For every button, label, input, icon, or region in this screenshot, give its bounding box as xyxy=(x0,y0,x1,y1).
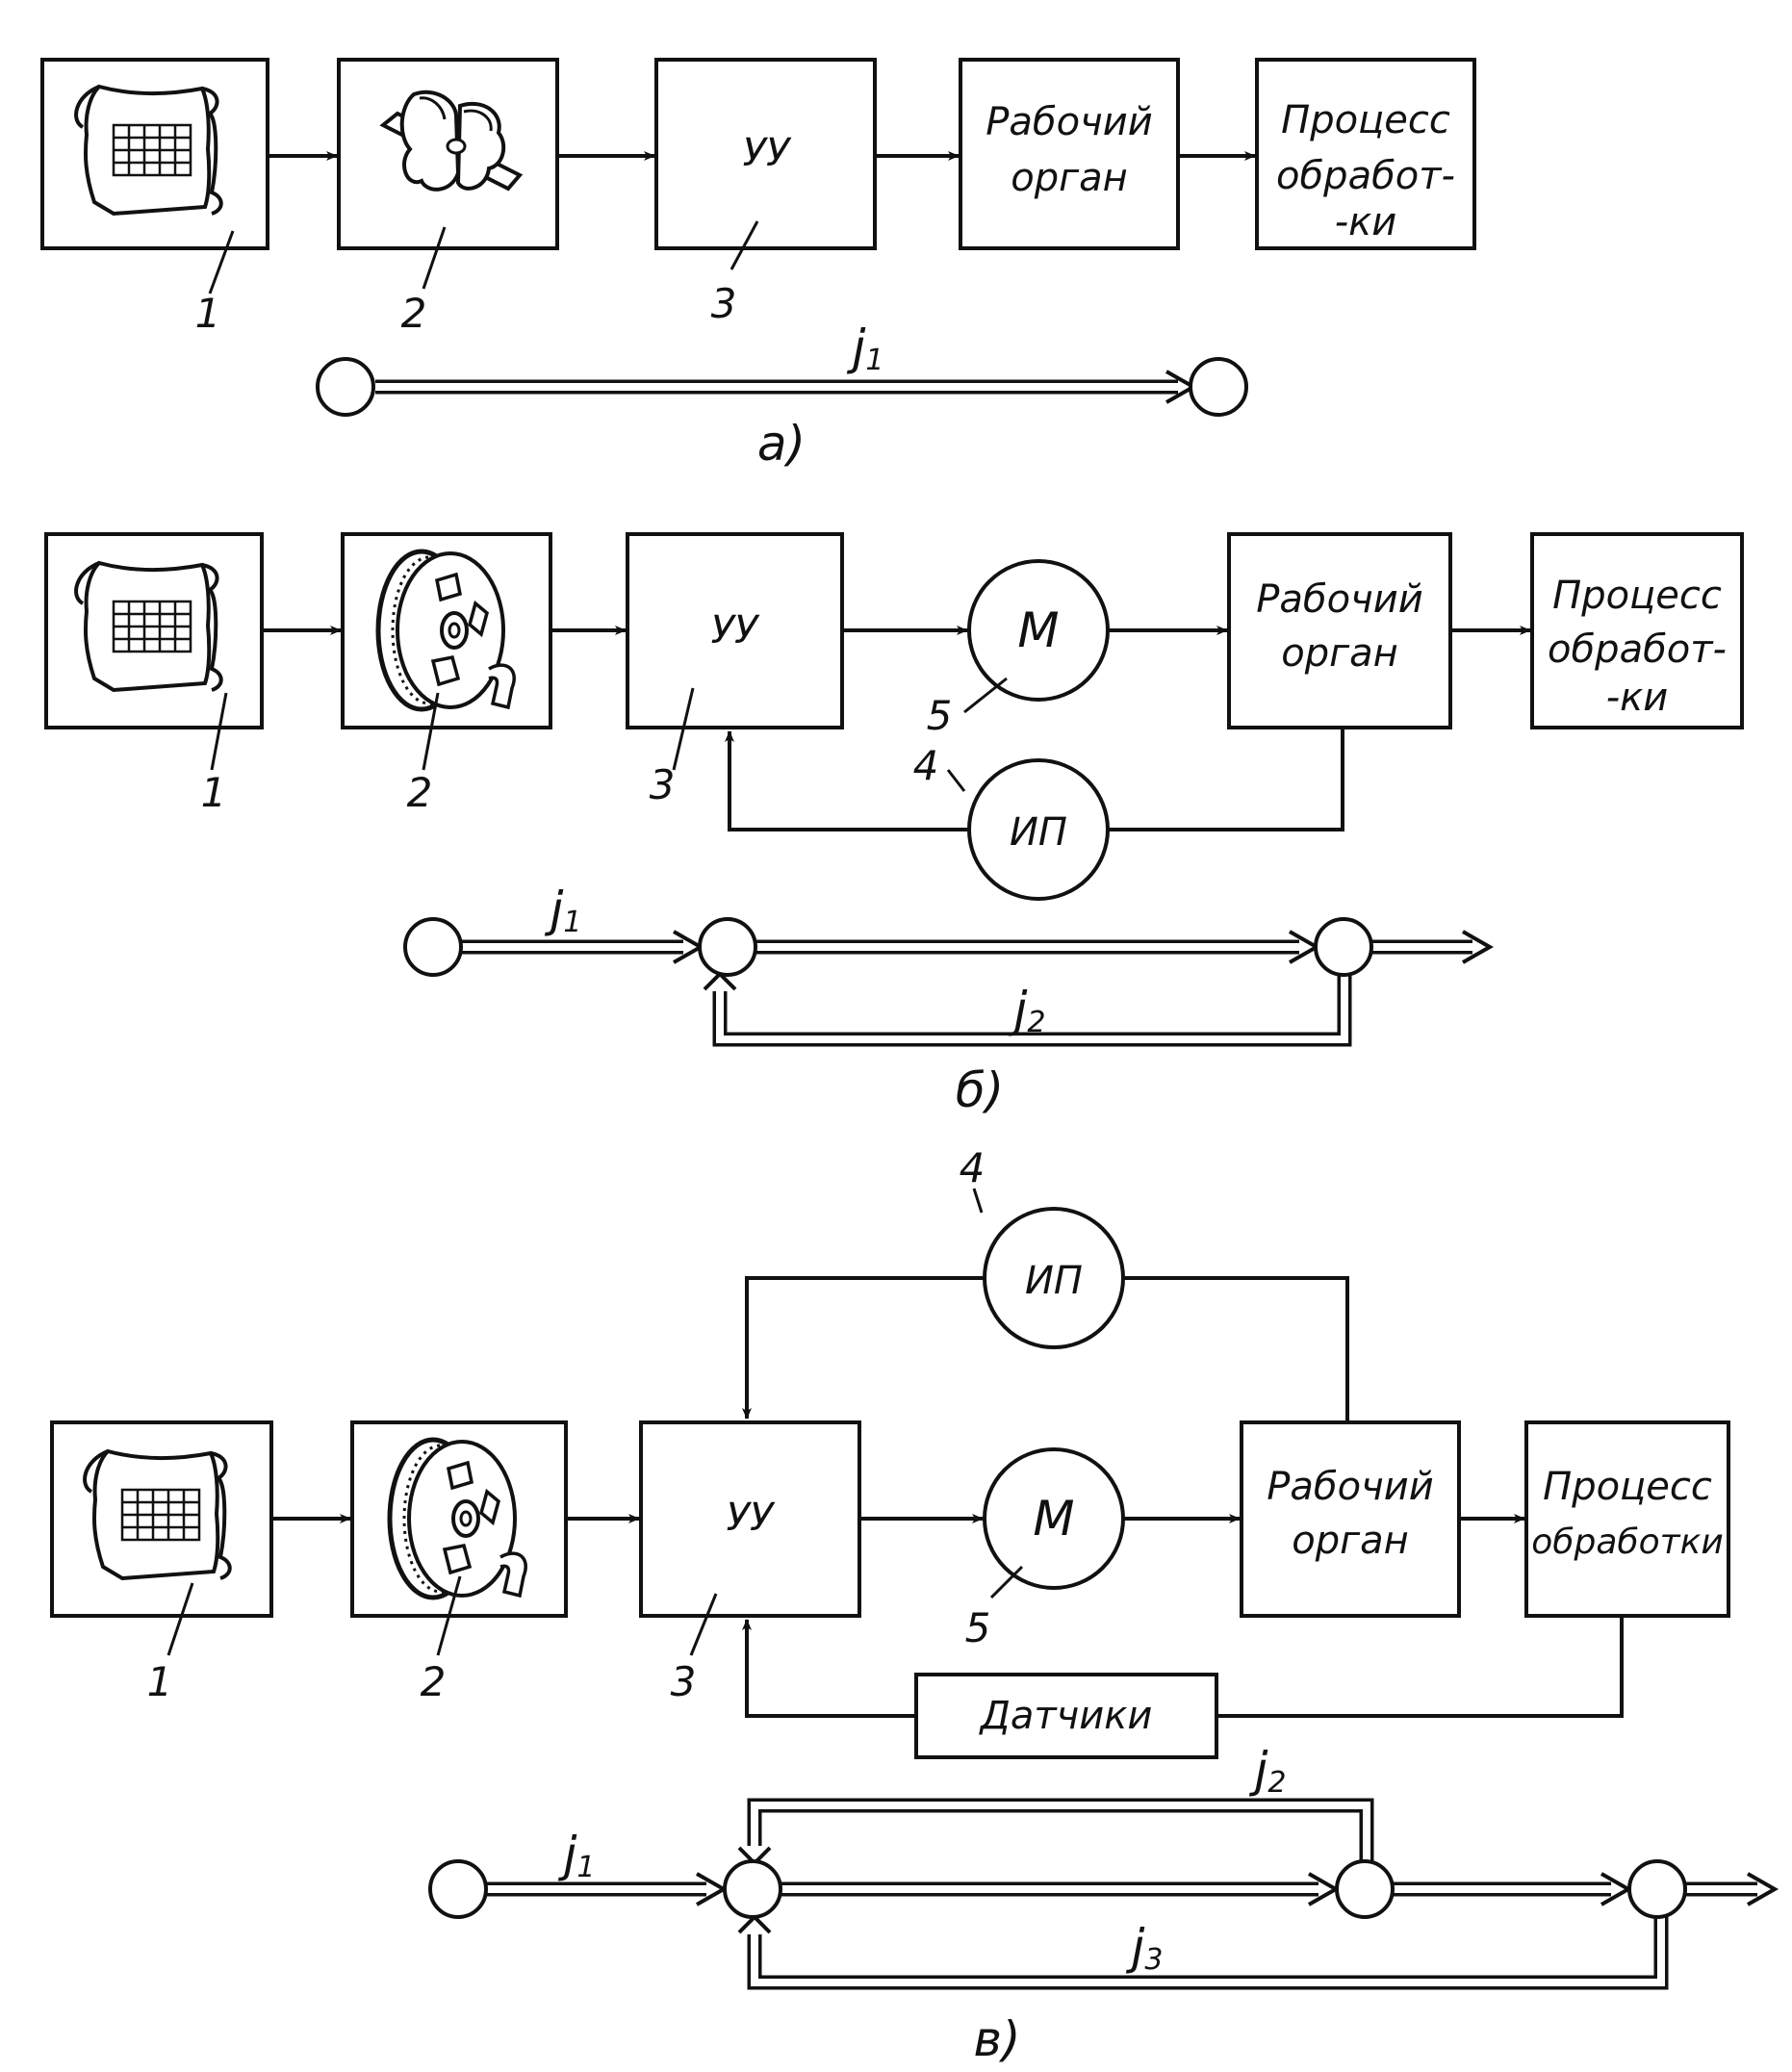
label-a-1: 1 xyxy=(195,290,221,337)
block-c-working-organ-line2: орган xyxy=(1292,1519,1409,1563)
label-c-j1: j1 xyxy=(558,1827,596,1884)
leader-c-1 xyxy=(166,1582,194,1656)
leader-a-1 xyxy=(208,230,235,294)
leader-b-2 xyxy=(422,692,440,771)
block-c-uu xyxy=(639,1420,861,1618)
label-b-j2: j2 xyxy=(1009,982,1046,1039)
block-a-process xyxy=(1255,58,1476,250)
label-b-1: 1 xyxy=(201,769,227,816)
label-c-3: 3 xyxy=(671,1658,697,1705)
punched-tape-icon xyxy=(74,85,223,216)
caption-a: а) xyxy=(757,416,806,472)
block-c-working-organ-line1: Рабочий xyxy=(1267,1465,1433,1509)
leader-c-3 xyxy=(689,1593,718,1656)
leader-b-5 xyxy=(963,677,1008,714)
label-a-2: 2 xyxy=(401,290,427,337)
circle-c-motor-label: М xyxy=(1033,1491,1074,1547)
block-a-uu-label: УУ xyxy=(743,131,792,175)
block-b-uu xyxy=(626,532,844,729)
feedback-c-ip-uu xyxy=(742,1276,985,1420)
block-a-working-organ-line1: Рабочий xyxy=(986,100,1152,144)
block-a-process-line3: -ки xyxy=(1335,200,1397,244)
caption-c: в) xyxy=(974,2011,1021,2067)
diagram-b: УУ М Рабочий орган Процесс обработ- -ки … xyxy=(44,532,1744,1118)
leader-b-1 xyxy=(210,692,228,771)
feedback-c-sensors-uu xyxy=(742,1619,916,1718)
block-b-uu-label: УУ xyxy=(711,608,760,652)
block-b-process-line1: Процесс xyxy=(1552,574,1722,618)
block-b-process-line3: -ки xyxy=(1606,676,1669,720)
node-c-start xyxy=(428,1859,488,1919)
leader-c-2 xyxy=(436,1575,462,1656)
label-a-3: 3 xyxy=(711,280,737,327)
label-c-1: 1 xyxy=(147,1658,173,1705)
node-c-sum xyxy=(723,1859,782,1919)
punched-tape-icon xyxy=(74,561,223,692)
node-c-branch-2 xyxy=(1627,1859,1687,1919)
caption-b: б) xyxy=(956,1062,1004,1118)
block-a-process-line1: Процесс xyxy=(1281,98,1450,142)
label-c-2: 2 xyxy=(421,1658,447,1705)
flow-c-j3-feedback xyxy=(747,1915,1669,1990)
node-b-sum xyxy=(698,917,757,977)
label-a-j1: j1 xyxy=(847,320,884,377)
leader-c-5 xyxy=(989,1565,1024,1599)
block-c-process-line2: обработки xyxy=(1531,1522,1723,1562)
label-c-j2: j2 xyxy=(1249,1742,1287,1800)
block-a-working-organ xyxy=(959,58,1180,250)
feedback-c-process-sensors xyxy=(1216,1616,1624,1718)
block-c-uu-label: УУ xyxy=(727,1496,776,1540)
label-c-5: 5 xyxy=(965,1604,991,1651)
node-c-branch-1 xyxy=(1335,1859,1395,1919)
label-b-4: 4 xyxy=(913,742,939,789)
label-c-4: 4 xyxy=(960,1144,986,1191)
block-c-sensors-label: Датчики xyxy=(979,1694,1153,1738)
block-a-uu xyxy=(654,58,877,250)
block-a-working-organ-line2: орган xyxy=(1011,156,1128,200)
block-b-process xyxy=(1530,532,1744,729)
block-b-working-organ-line2: орган xyxy=(1281,631,1398,676)
block-b-process-line2: обработ- xyxy=(1548,627,1727,672)
block-b-working-organ-line1: Рабочий xyxy=(1256,577,1422,622)
feedback-b-ip-uu xyxy=(725,730,969,831)
node-b-branch xyxy=(1314,917,1373,977)
node-a-start xyxy=(316,357,375,417)
label-c-j3: j3 xyxy=(1126,1919,1164,1977)
label-b-3: 3 xyxy=(650,761,676,808)
diagram-a: УУ Рабочий орган Процесс обработ- -ки 1 … xyxy=(40,58,1476,472)
diagram-c: ИП 4 УУ М Рабочий орган Процесс обработк… xyxy=(50,1144,1779,2067)
block-c-process xyxy=(1524,1420,1730,1618)
leader-b-4 xyxy=(946,769,966,792)
label-b-5: 5 xyxy=(927,692,953,739)
block-a-process-line2: обработ- xyxy=(1276,154,1455,198)
circle-b-motor-label: М xyxy=(1017,602,1059,658)
label-b-j1: j1 xyxy=(545,882,582,939)
flow-c-j2-feedback xyxy=(747,1798,1374,1865)
feedback-b-organ-ip xyxy=(1108,728,1344,831)
leader-a-3 xyxy=(730,220,759,270)
circle-c-ip-label: ИП xyxy=(1025,1259,1083,1303)
label-b-2: 2 xyxy=(407,769,433,816)
node-a-end xyxy=(1189,357,1248,417)
leader-b-3 xyxy=(672,687,695,771)
node-b-start xyxy=(403,917,463,977)
leader-a-2 xyxy=(422,226,447,290)
punched-tape-icon xyxy=(83,1449,232,1580)
circle-b-ip-label: ИП xyxy=(1010,810,1067,855)
feedback-c-organ-ip xyxy=(1123,1276,1349,1422)
block-c-process-line1: Процесс xyxy=(1543,1465,1712,1509)
leader-c-4 xyxy=(972,1188,984,1214)
